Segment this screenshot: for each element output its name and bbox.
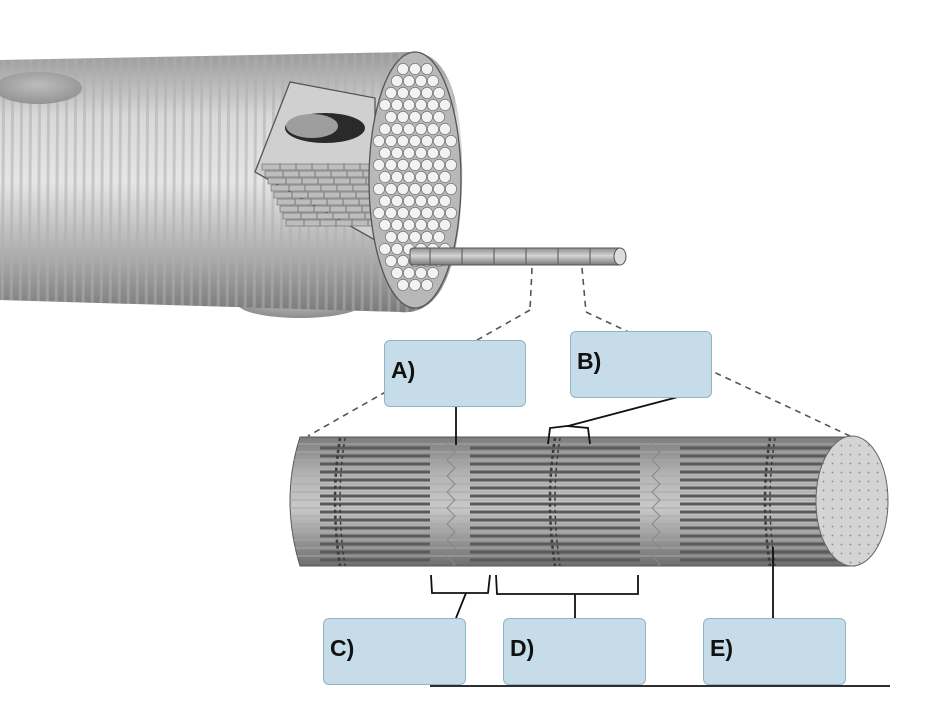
label-b-text: B) <box>577 348 602 374</box>
label-c-text: C) <box>330 635 355 661</box>
nucleus-window-highlight <box>286 114 338 138</box>
label-box-a[interactable]: A) <box>384 340 526 407</box>
extruded-myofibril-end <box>613 247 627 266</box>
magnified-myofibril <box>289 435 889 567</box>
window-myofibrils <box>261 163 373 227</box>
label-e-text: E) <box>710 635 733 661</box>
myofibril-end-dots <box>816 436 888 566</box>
nucleus-top-left <box>0 72 82 104</box>
myofilaments <box>290 437 855 566</box>
label-a-text: A) <box>391 357 416 383</box>
leader-lines <box>430 396 890 687</box>
extruded-myofibril-bands <box>429 248 591 265</box>
label-box-c[interactable]: C) <box>323 618 466 685</box>
label-box-b[interactable]: B) <box>570 331 712 398</box>
muscle-fiber <box>0 51 627 318</box>
label-box-d[interactable]: D) <box>503 618 646 685</box>
label-d-text: D) <box>510 635 535 661</box>
label-box-e[interactable]: E) <box>703 618 846 685</box>
